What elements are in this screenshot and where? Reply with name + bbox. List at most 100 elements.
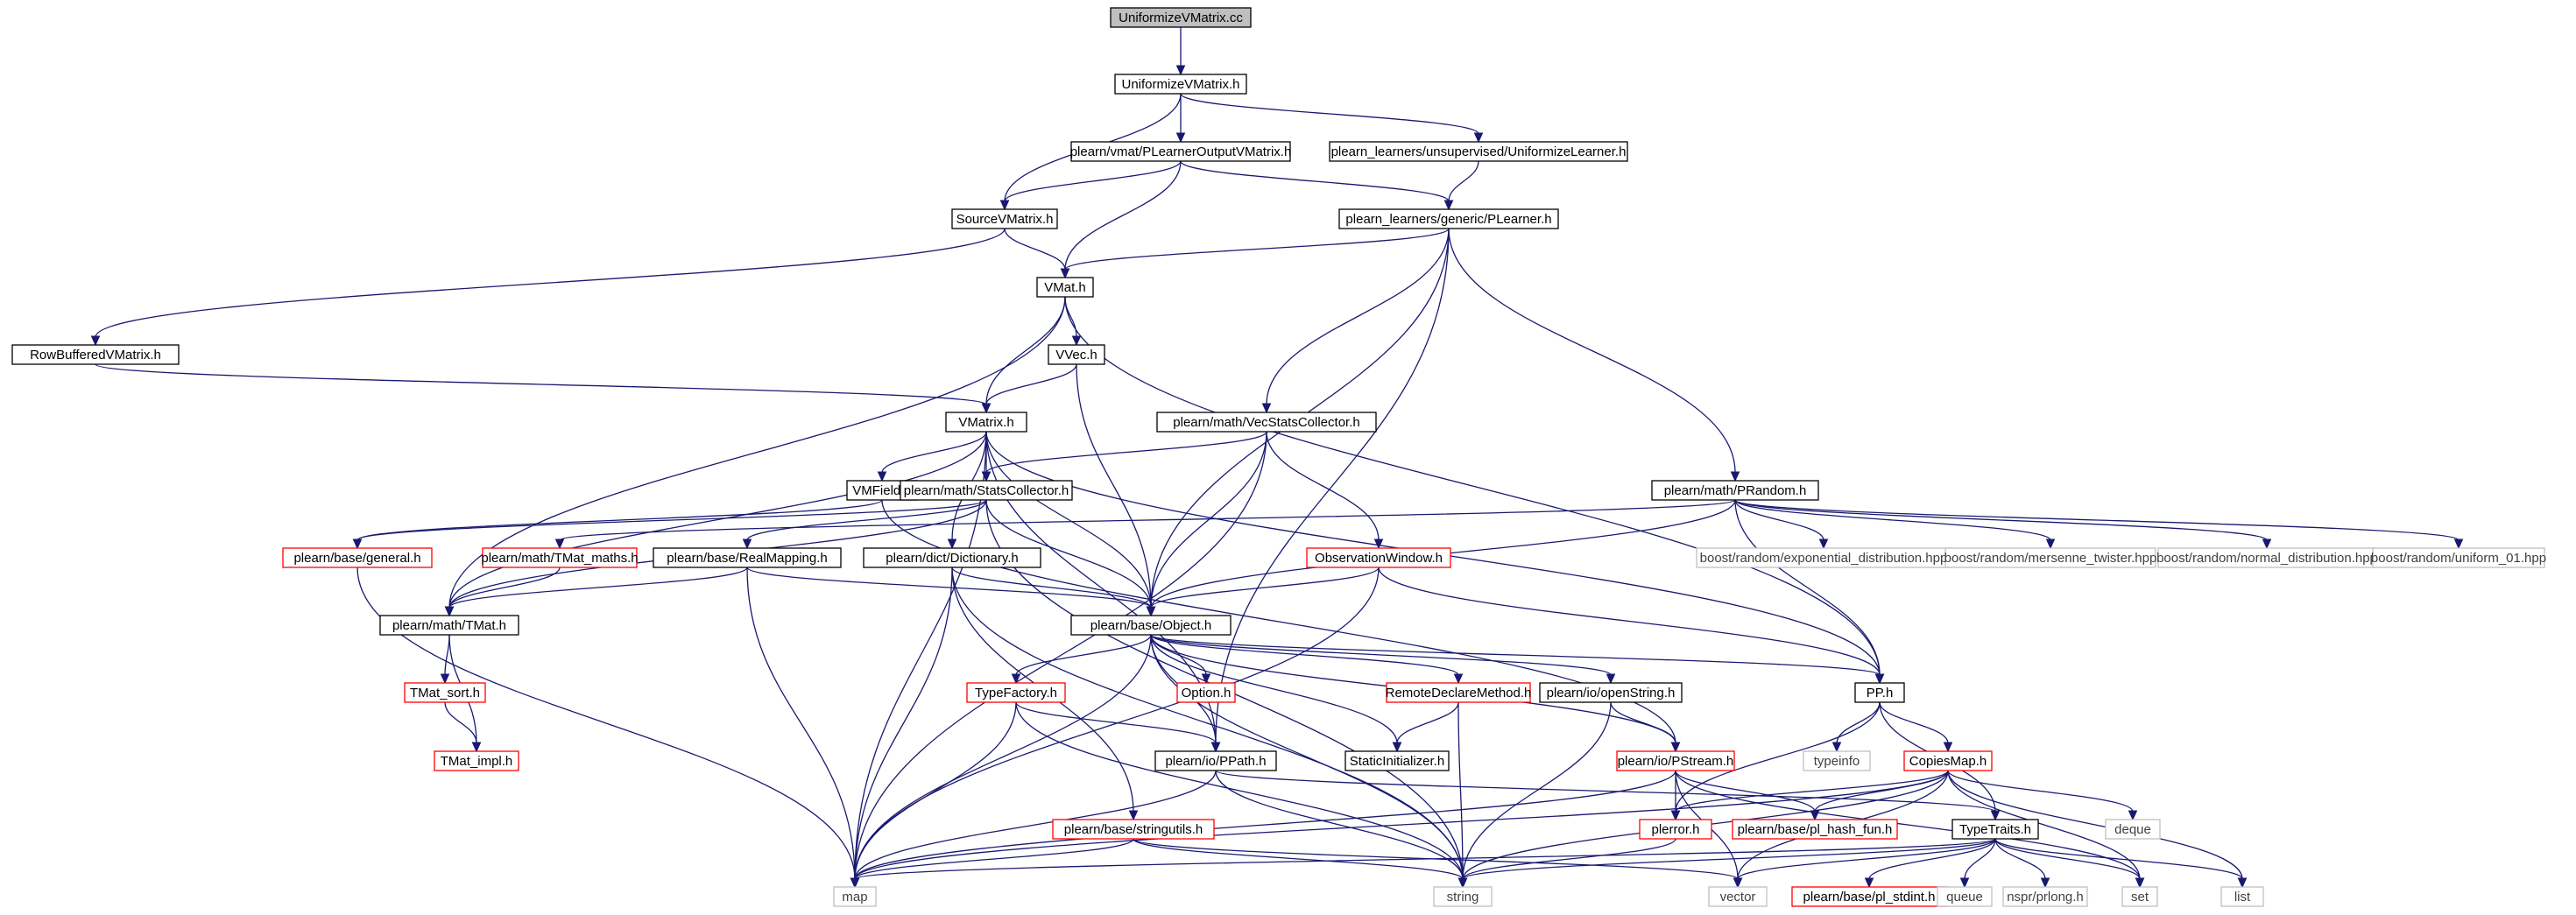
node-ulearner[interactable]: plearn_learners/unsupervised/UniformizeL… [1329, 141, 1628, 162]
node-typetraits[interactable]: TypeTraits.h [1951, 819, 2039, 840]
node-label: Option.h [1182, 686, 1232, 700]
edge-line [1215, 770, 1996, 813]
edge-object-to-pp [1150, 634, 1885, 685]
node-vmatrix[interactable]: VMatrix.h [945, 412, 1027, 433]
node-tmat[interactable]: plearn/math/TMat.h [379, 615, 519, 636]
node-box [1732, 819, 1898, 840]
node-tmatsort[interactable]: TMat_sort.h [404, 682, 486, 703]
node-box [1052, 819, 1215, 840]
node-obswin[interactable]: ObservationWindow.h [1306, 547, 1451, 568]
node-list: list [2220, 886, 2264, 907]
node-staticinit[interactable]: StaticInitializer.h [1344, 750, 1450, 771]
edge-arrowhead [1128, 810, 1139, 821]
edge-pp-to-typeinfo [1831, 701, 1881, 753]
node-tmatimpl[interactable]: TMat_impl.h [434, 750, 519, 771]
node-box [1951, 819, 2039, 840]
edge-line [854, 838, 1996, 880]
edge-line [951, 567, 1152, 609]
node-box [1338, 208, 1559, 229]
node-remotedecl[interactable]: RemoteDeclareMethod.h [1386, 682, 1532, 703]
node-prandom[interactable]: plearn/math/PRandom.h [1651, 480, 1819, 501]
edge-object-to-openstring [1150, 634, 1616, 685]
node-label: plerror.h [1651, 822, 1699, 837]
node-stringutils[interactable]: plearn/base/stringutils.h [1052, 819, 1215, 840]
edge-line [95, 228, 1006, 338]
edge-arrowhead [947, 538, 957, 550]
edge-dict-to-map [850, 567, 953, 889]
edge-line [1150, 431, 1267, 609]
edge-line [1004, 160, 1182, 202]
node-ppath[interactable]: plearn/io/PPath.h [1154, 750, 1277, 771]
node-label: TypeTraits.h [1959, 822, 2031, 837]
node-option[interactable]: Option.h [1176, 682, 1236, 703]
edge-arrowhead [981, 471, 992, 482]
node-box [379, 615, 519, 636]
node-box [1616, 750, 1735, 771]
edge-arrowhead [850, 877, 860, 889]
node-plearner[interactable]: plearn_learners/generic/PLearner.h [1338, 208, 1559, 229]
node-source[interactable]: SourceVMatrix.h [951, 208, 1058, 229]
node-label: plearn/math/VecStatsCollector.h [1173, 415, 1359, 430]
edge-remotedecl-to-staticinit [1392, 701, 1459, 753]
node-statscoll[interactable]: plearn/math/StatsCollector.h [900, 480, 1073, 501]
node-box [863, 547, 1041, 568]
node-plhash[interactable]: plearn/base/pl_hash_fun.h [1732, 819, 1898, 840]
node-tmatmaths[interactable]: plearn/math/TMat_maths.h [481, 547, 639, 568]
edge-line [854, 770, 1676, 880]
node-vmat[interactable]: VMat.h [1036, 277, 1094, 298]
node-label: TypeFactory.h [975, 686, 1057, 700]
node-label: queue [1946, 890, 1983, 904]
node-pstream[interactable]: plearn/io/PStream.h [1616, 750, 1735, 771]
node-vecstats[interactable]: plearn/math/VecStatsCollector.h [1156, 412, 1377, 433]
node-object[interactable]: plearn/base/Object.h [1070, 615, 1232, 636]
node-plstdint[interactable]: plearn/base/pl_stdint.h [1791, 886, 1947, 907]
edge-plearner-to-prandom [1448, 228, 1740, 482]
node-label: plearn/base/Object.h [1090, 618, 1211, 633]
edge-typetraits-to-queue [1959, 838, 1996, 889]
node-realmap[interactable]: plearn/base/RealMapping.h [653, 547, 842, 568]
node-pp[interactable]: PP.h [1854, 682, 1905, 703]
edge-line [444, 634, 450, 676]
node-openstring[interactable]: plearn/io/openString.h [1539, 682, 1683, 703]
edge-line [1947, 770, 2141, 880]
node-label: plearn/math/StatsCollector.h [904, 483, 1069, 498]
edge-arrowhead [1818, 538, 1829, 550]
node-map: map [833, 886, 877, 907]
node-plerror[interactable]: plerror.h [1639, 819, 1712, 840]
node-box [11, 344, 180, 365]
edge-line [881, 431, 987, 474]
node-label: VMatrix.h [958, 415, 1013, 430]
node-label: map [842, 890, 867, 904]
edge-arrowhead [1060, 268, 1070, 279]
edge-arrowhead [1175, 65, 1186, 76]
node-box [833, 886, 877, 907]
node-rowbuf[interactable]: RowBufferedVMatrix.h [11, 344, 180, 365]
node-vvec[interactable]: VVec.h [1048, 344, 1105, 365]
node-copiesmap[interactable]: CopiesMap.h [1903, 750, 1993, 771]
node-label: CopiesMap.h [1909, 754, 1987, 769]
node-typefactory[interactable]: TypeFactory.h [966, 682, 1066, 703]
node-label: plearn/base/RealMapping.h [667, 551, 827, 566]
node-label: boost/random/mersenne_twister.hpp [1944, 551, 2157, 566]
edge-line [1396, 701, 1459, 744]
node-general[interactable]: plearn/base/general.h [282, 547, 433, 568]
edge-line [854, 431, 1267, 880]
node-dict[interactable]: plearn/dict/Dictionary.h [863, 547, 1041, 568]
node-box [2002, 886, 2088, 907]
node-vmfield[interactable]: VMField.h [846, 480, 918, 501]
node-label: plearn/base/general.h [293, 551, 420, 566]
node-label: boost/random/uniform_01.hpp [2371, 551, 2546, 566]
edges-layer [90, 26, 2464, 889]
edge-arrowhead [1443, 200, 1454, 211]
edge-vmatrix-to-vmfield [877, 431, 987, 482]
node-label: plearn/base/stringutils.h [1064, 822, 1203, 837]
edge-line [1814, 770, 1949, 813]
edge-line [1064, 296, 1077, 338]
node-root: UniformizeVMatrix.cc [1110, 7, 1252, 28]
edge-line [1448, 160, 1479, 202]
edge-arrowhead [90, 335, 101, 347]
edge-line [854, 567, 953, 880]
node-uvm_h[interactable]: UniformizeVMatrix.h [1114, 74, 1247, 95]
edge-realmap-to-tmat [444, 567, 748, 617]
node-plovm[interactable]: plearn/vmat/PLearnerOutputVMatrix.h [1070, 141, 1292, 162]
